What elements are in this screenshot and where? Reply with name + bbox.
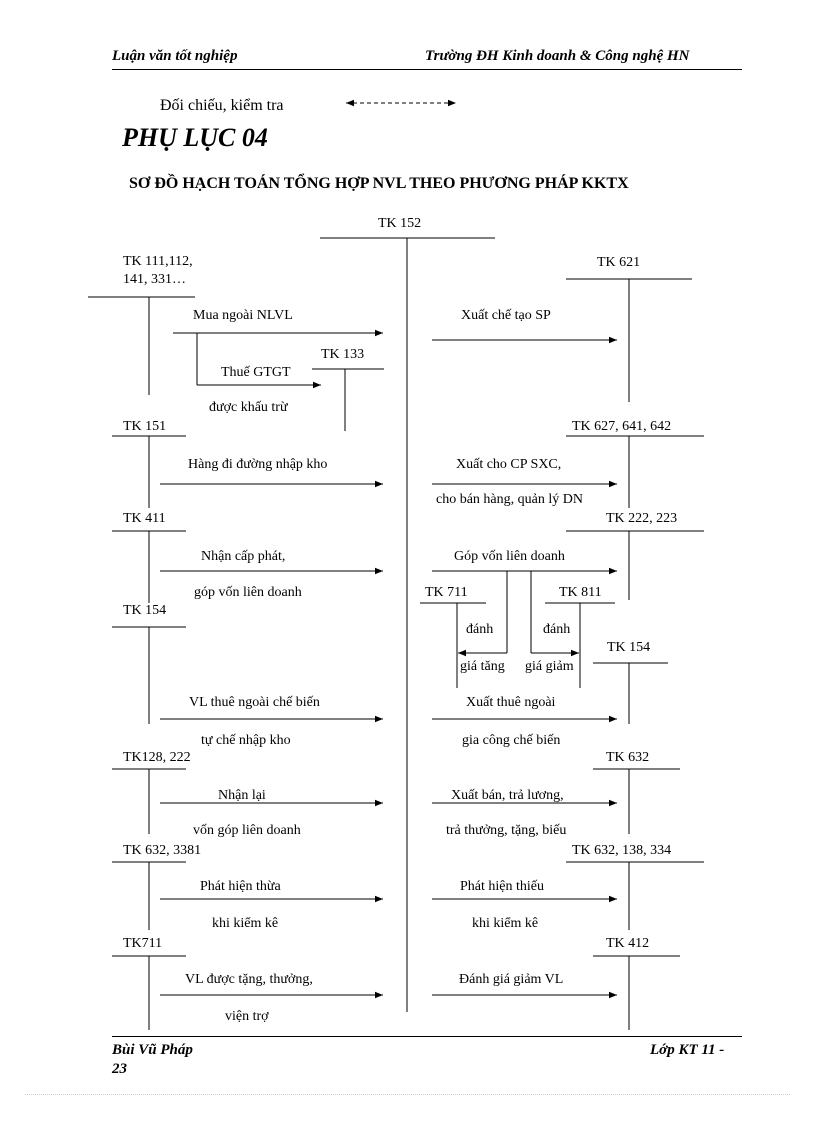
left-account-label: TK 151 [123, 419, 167, 434]
right-flow-label: trả thưởng, tặng, biếu [446, 823, 567, 838]
vat-label: Thuế GTGT [221, 365, 291, 380]
footer-author: Bùi Vũ Pháp [112, 1042, 193, 1058]
appendix-title: PHỤ LỤC 04 [122, 123, 268, 152]
left-flow-label: Nhận lại [218, 788, 266, 803]
tk811-label: TK 811 [559, 585, 602, 600]
left-account-label: 141, 331… [123, 272, 186, 287]
left-flow-label: tự chế nhập kho [201, 733, 291, 748]
tk711-label: TK 711 [425, 585, 468, 600]
left-account-label: TK128, 222 [123, 750, 191, 765]
jv-gain-label: giá tăng [460, 659, 505, 674]
left-flow-label: viện trợ [225, 1009, 269, 1024]
left-flow-label: góp vốn liên doanh [194, 585, 302, 600]
left-account-label: TK 411 [123, 511, 166, 526]
page-edge [25, 1094, 790, 1095]
left-flow-label: khi kiểm kê [212, 916, 279, 931]
right-account-label: TK 632, 138, 334 [572, 843, 672, 858]
header-left: Luận văn tốt nghiệp [112, 48, 238, 64]
right-flow-label: cho bán hàng, quản lý DN [436, 492, 583, 507]
right-flow-label: Phát hiện thiếu [460, 879, 544, 894]
legend-text: Đối chiếu, kiểm tra [160, 97, 284, 114]
footer-rule [112, 1036, 742, 1037]
diagram-title: SƠ ĐỒ HẠCH TOÁN TỔNG HỢP NVL THEO PHƯƠNG… [129, 175, 629, 192]
right-account-label: TK 621 [597, 255, 641, 270]
right-flow-label: Xuất cho CP SXC, [456, 457, 562, 472]
right-flow-label: gia công chế biến [462, 733, 561, 748]
vat-sublabel: được khấu trừ [209, 400, 288, 415]
tk152-label: TK 152 [378, 216, 422, 231]
footer-page: 23 [112, 1061, 127, 1077]
right-account-label: TK 632 [606, 750, 650, 765]
left-account-label: TK 632, 3381 [123, 843, 202, 858]
header-rule [112, 69, 742, 70]
left-account-label: TK 154 [123, 603, 167, 618]
left-flow-label: Hàng đi đường nhập kho [188, 457, 328, 472]
right-flow-label: khi kiểm kê [472, 916, 539, 931]
right-flow-label: Góp vốn liên doanh [454, 549, 565, 564]
left-flow-label: Nhận cấp phát, [201, 549, 286, 564]
left-flow-label: VL được tặng, thưởng, [185, 972, 313, 987]
footer-class: Lớp KT 11 - [650, 1042, 725, 1058]
right-account-label: TK 222, 223 [606, 511, 678, 526]
right-account-label: TK 154 [607, 640, 651, 655]
right-flow-label: Xuất bán, trả lương, [451, 788, 564, 803]
jv-gain-label: đánh [466, 622, 494, 637]
left-account-label: TK 111,112, [123, 254, 193, 269]
tk133-label: TK 133 [321, 347, 365, 362]
right-flow-label: Xuất chế tạo SP [461, 308, 551, 323]
left-flow-label: Phát hiện thừa [200, 879, 281, 894]
right-flow-label: Đánh giá giảm VL [459, 972, 564, 987]
left-flow-label: vốn góp liên doanh [193, 823, 301, 838]
right-account-label: TK 627, 641, 642 [572, 419, 672, 434]
header-right: Trường ĐH Kinh doanh & Công nghệ HN [425, 48, 690, 64]
left-flow-label: VL thuê ngoài chế biến [189, 695, 320, 710]
right-account-label: TK 412 [606, 936, 650, 951]
right-flow-label: Xuất thuê ngoài [466, 695, 556, 710]
left-account-label: TK711 [123, 936, 163, 951]
jv-loss-label: đánh [543, 622, 571, 637]
left-flow-label: Mua ngoài NLVL [193, 308, 293, 323]
jv-loss-label: giá giảm [525, 659, 574, 674]
